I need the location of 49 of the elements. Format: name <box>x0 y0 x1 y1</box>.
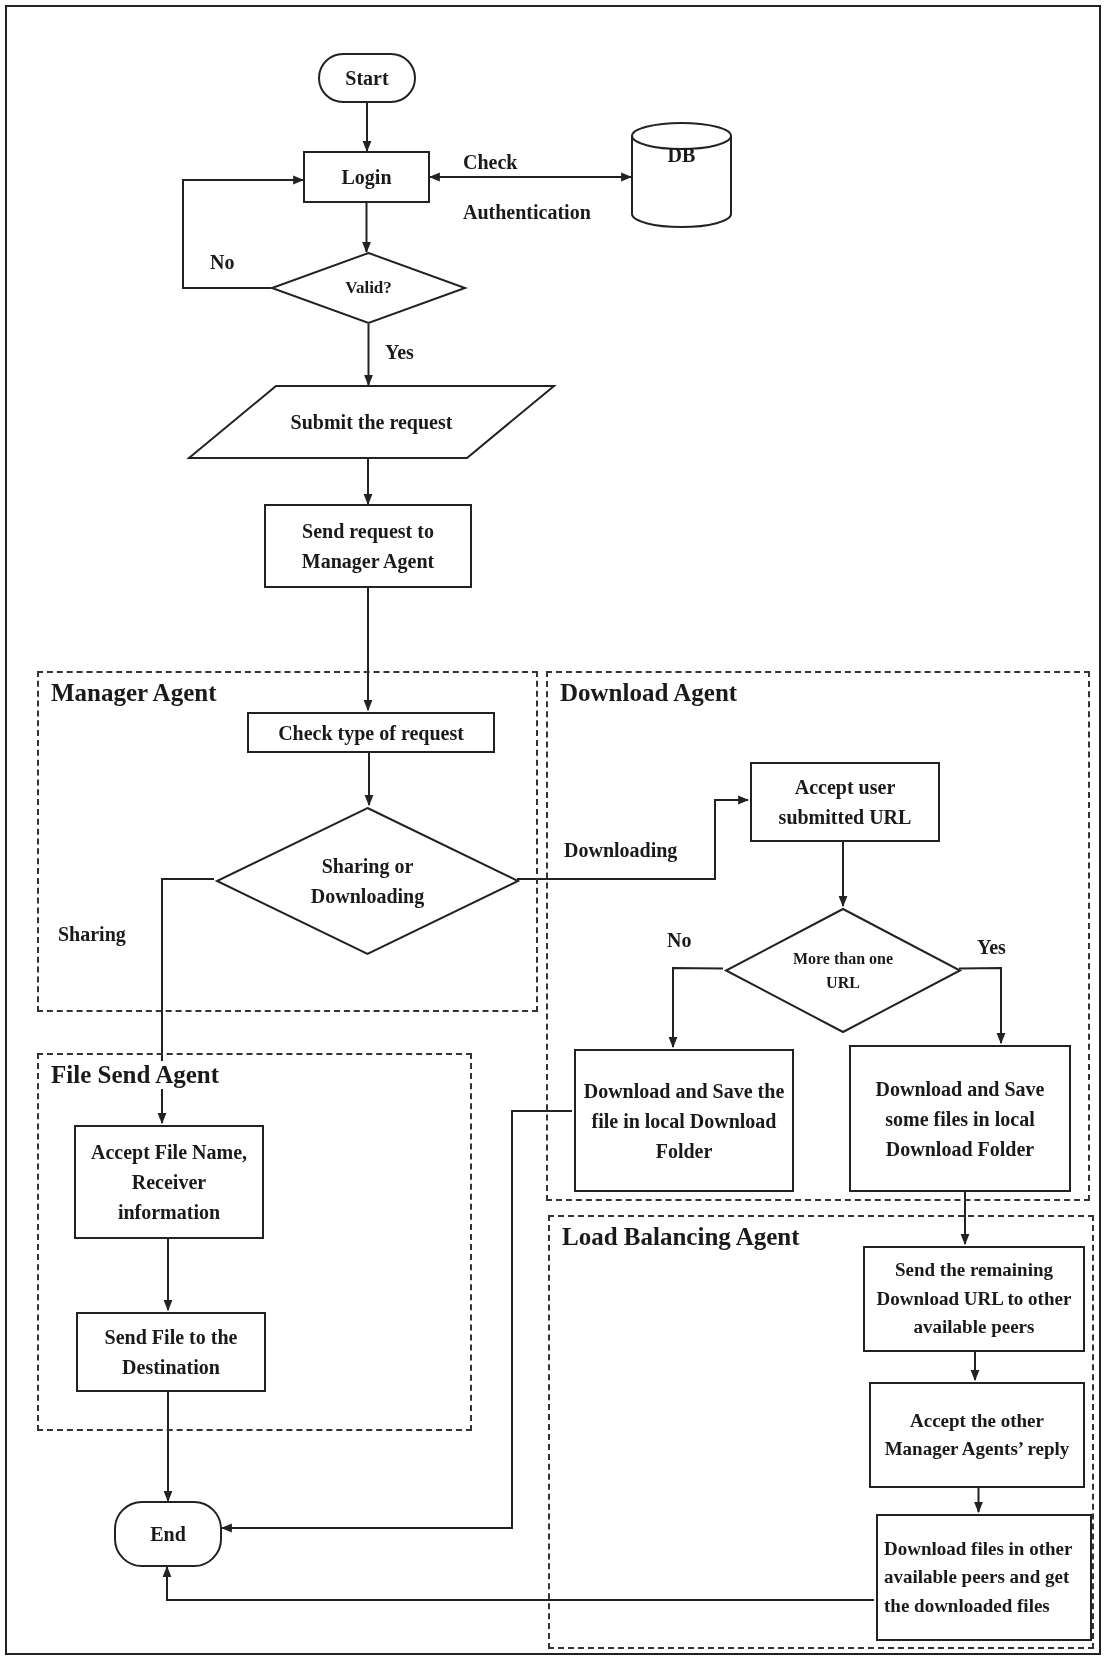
node-text: Accept File Name, Receiver information <box>89 1140 248 1225</box>
arrow <box>516 795 750 880</box>
agent-group <box>546 671 1090 1201</box>
process-box <box>849 1045 1071 1192</box>
node-text: Download files in other available peers and get the downloaded files <box>883 1536 1074 1618</box>
group-title: File Send Agent <box>51 1061 220 1089</box>
process-box <box>869 1382 1085 1488</box>
node-text: Accept user submitted URL <box>777 775 913 830</box>
arrow <box>364 323 373 387</box>
node-text: Submit the request <box>289 410 454 436</box>
terminal-box <box>318 53 416 103</box>
process-box <box>574 1049 794 1192</box>
arrow <box>157 878 215 1125</box>
arrow <box>668 967 724 1049</box>
agent-group <box>548 1215 1094 1649</box>
process-box <box>74 1125 264 1239</box>
process-box <box>303 151 430 203</box>
arrow <box>363 587 373 712</box>
process-box <box>264 504 472 588</box>
node-text: Send the remaining Download URL to other available peers <box>875 1258 1073 1340</box>
node-text: Sharing or Downloading <box>309 854 426 910</box>
agent-group <box>37 1053 472 1431</box>
node-text: Check type of request <box>277 720 465 747</box>
node-text: Send File to the Destination <box>103 1325 239 1380</box>
node-text: Login <box>340 165 393 191</box>
node-text: Download and Save the file in local Download Folder <box>582 1078 786 1164</box>
arrow <box>362 102 372 153</box>
arrow <box>958 967 1006 1045</box>
node-text: Send request to Manager Agent <box>300 519 436 575</box>
node-text: DB <box>666 143 697 168</box>
arrow <box>182 175 305 289</box>
process-box <box>76 1312 266 1392</box>
edge-label: Check Authentication <box>463 150 592 225</box>
process-box <box>247 712 495 753</box>
node-text: Accept the other Manager Agents’ reply <box>883 1408 1071 1461</box>
node-text: More than one URL <box>791 948 895 993</box>
node-text: Valid? <box>344 277 393 300</box>
agent-group <box>37 671 538 1012</box>
process-box <box>750 762 940 842</box>
arrow <box>362 202 371 254</box>
arrow <box>363 458 373 506</box>
arrow <box>162 1565 875 1601</box>
node-text: End <box>149 1522 187 1547</box>
node-text: Download and Save some files in local Download Folder <box>874 1076 1046 1162</box>
node-text: Start <box>344 66 390 91</box>
process-box <box>876 1514 1092 1641</box>
terminal-box <box>114 1501 222 1567</box>
process-box <box>863 1246 1085 1352</box>
arrow <box>220 1110 573 1533</box>
